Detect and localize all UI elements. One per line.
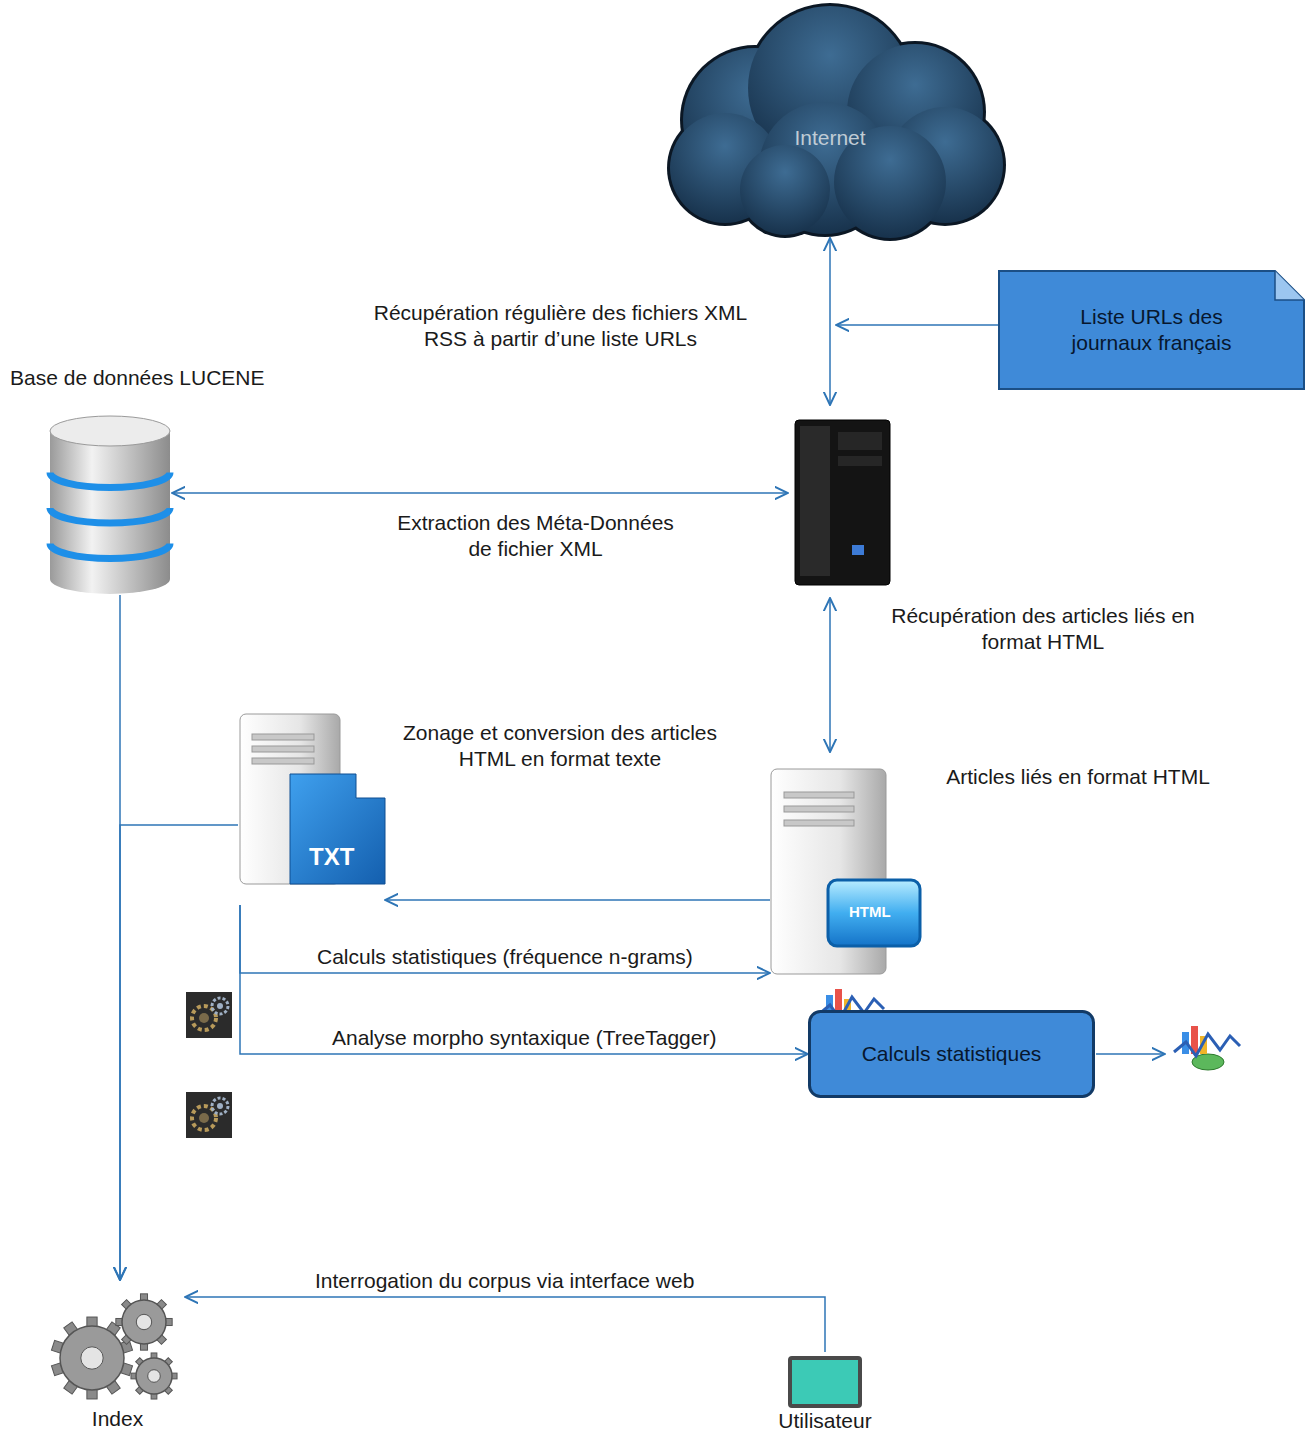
- server-slot: [252, 746, 314, 752]
- node-text: Base de données LUCENE: [10, 365, 330, 391]
- edge-label: Calculs statistiques (fréquence n-grams): [314, 944, 696, 970]
- edge-label: Analyse morpho syntaxique (TreeTagger): [329, 1025, 719, 1051]
- html-server-icon: Articles liés en format HTML: [770, 768, 925, 990]
- database-icon: Base de données LUCENE: [45, 415, 175, 595]
- server-slot: [252, 758, 314, 764]
- flow-arrow: [185, 1297, 825, 1352]
- html-server-icon-shape: [770, 768, 925, 990]
- gear-icon: [186, 1092, 232, 1138]
- internet-cloud: Internet: [645, 0, 1015, 235]
- gear-shape: [131, 1353, 177, 1399]
- gear-hub: [81, 1347, 103, 1369]
- step-label: Récupération régulière des fichiers XML …: [368, 300, 753, 353]
- flow-arrow: [240, 905, 808, 1054]
- gear-icon-part: [186, 992, 232, 1038]
- server-tower-part: [852, 545, 864, 555]
- node-text: Zonage et conversion des articles HTML e…: [400, 720, 720, 773]
- cloud-fill: [740, 145, 830, 235]
- flow-arrows-part: [829, 238, 831, 405]
- index-icon: Index: [50, 1280, 185, 1435]
- gear-shape: [116, 1294, 172, 1350]
- node-text: Articles liés en format HTML: [938, 764, 1218, 790]
- database-top: [50, 416, 170, 446]
- internet-cloud-shape: [645, 0, 1015, 235]
- flow-arrows-part: [836, 324, 998, 326]
- gear-body: [60, 1326, 124, 1390]
- edge-label: Interrogation du corpus via interface we…: [312, 1268, 697, 1294]
- folded-corner: [1275, 271, 1304, 300]
- server-tower-part: [795, 420, 890, 585]
- gear-body: [136, 1358, 172, 1394]
- database-band: [50, 508, 170, 523]
- database-body: [50, 431, 170, 579]
- document-box: [999, 271, 1304, 389]
- html-file-icon: [828, 880, 920, 946]
- database-icon-shape: [45, 415, 175, 595]
- flow-arrows-part: [829, 598, 831, 752]
- node-text: Liste URLs des journaux français: [1042, 304, 1262, 357]
- text-server-icon: Zonage et conversion des articles HTML e…: [238, 712, 385, 905]
- flow-arrow: [385, 899, 770, 901]
- icon-label: TXT: [309, 842, 379, 872]
- process-box: Calculs statistiques: [808, 1010, 1095, 1098]
- gear-icon: [186, 992, 232, 1038]
- database-band: [50, 472, 170, 487]
- server-tower: [795, 420, 890, 585]
- text-server-icon-shape: [238, 712, 385, 905]
- gear-body: [122, 1300, 166, 1344]
- database-bottom: [50, 564, 170, 594]
- database-band: [50, 543, 170, 558]
- step-label: Récupération des articles liés en format…: [868, 603, 1218, 656]
- node-text: Calculs statistiques: [862, 1041, 1042, 1067]
- gear-icon-part: [186, 1092, 232, 1138]
- node-text: Index: [50, 1406, 185, 1432]
- gear-hub: [136, 1314, 151, 1329]
- server-tower-part: [838, 432, 882, 450]
- text-file-icon: [290, 774, 385, 884]
- server-tower-part: [838, 456, 882, 466]
- server-slot: [784, 820, 854, 826]
- chart-icon-part: [1174, 1026, 1240, 1070]
- icon-label: HTML: [849, 903, 909, 922]
- server-slot: [784, 792, 854, 798]
- flow-arrow: [240, 905, 770, 973]
- flow-arrows-part: [172, 492, 788, 494]
- flow-arrows-part: [1096, 1053, 1165, 1055]
- node-text: Internet: [645, 125, 1015, 151]
- server-slot: [784, 806, 854, 812]
- document-box-shape: [998, 270, 1305, 390]
- document-box: Liste URLs des journaux français: [998, 270, 1305, 390]
- server-slot: [252, 734, 314, 740]
- tablet-icon: [790, 1358, 860, 1406]
- step-label: Extraction des Méta-Données de fichier X…: [388, 510, 683, 563]
- node-text: Utilisateur: [735, 1408, 915, 1434]
- chart-icon: [1174, 1026, 1240, 1070]
- process-box-outline: [810, 1012, 1094, 1097]
- flow-arrow: [120, 825, 238, 1280]
- gear-hub: [148, 1370, 161, 1383]
- user-icon: Utilisateur: [765, 1352, 885, 1432]
- server-tower-part: [800, 426, 830, 576]
- gear-shape: [51, 1317, 132, 1399]
